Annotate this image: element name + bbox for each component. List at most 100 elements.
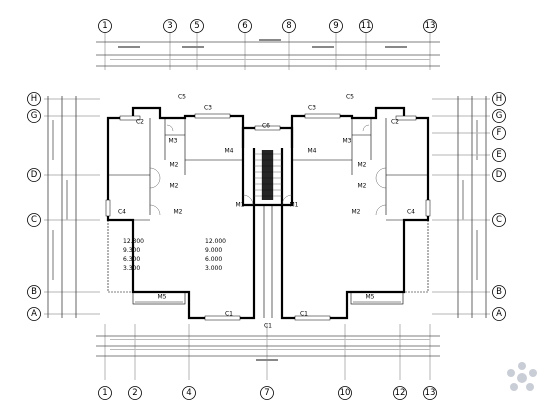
staircase: [254, 150, 282, 200]
axis-bubble-right-H: [492, 92, 506, 106]
elev-left-1: 12.300: [123, 238, 144, 245]
axis-bubble-bottom-2: [128, 386, 142, 400]
axis-label-right-A: A: [496, 309, 502, 319]
axis-bubble-top-6: [238, 19, 252, 33]
watermark-logo: [507, 362, 537, 391]
label-m5-right: M5: [366, 294, 375, 301]
label-m1-right: M1: [290, 202, 299, 209]
bottom-axis-markers: 1 2 4 7 10 12 13: [98, 386, 437, 400]
label-c3-left: C3: [204, 105, 212, 112]
axis-bubble-bottom-1: [98, 386, 112, 400]
axis-bubble-bottom-12: [393, 386, 407, 400]
axis-label-top-5: 5: [194, 21, 199, 31]
axis-label-left-G: G: [31, 111, 38, 121]
axis-bubble-right-D: [492, 168, 506, 182]
elev-left-4: 3.300: [123, 265, 140, 272]
axis-bubble-left-D: [27, 168, 41, 182]
axis-bubble-right-C: [492, 213, 506, 227]
elev-center-2: 9.000: [205, 247, 222, 254]
room-labels: C2 C2 C3 C3 C5 C5 C6 C4 C4 C1 C1 C1 M3 M…: [118, 94, 415, 330]
axis-bubble-top-1: [98, 19, 112, 33]
axis-bubble-right-E: [492, 148, 506, 162]
label-c6: C6: [262, 123, 270, 130]
axis-bubble-left-B: [27, 285, 41, 299]
axis-bubble-top-8: [282, 19, 296, 33]
axis-label-top-8: 8: [286, 21, 291, 31]
label-m3-right: M3: [343, 138, 352, 145]
windows: [105, 113, 431, 321]
door-swings: [149, 124, 387, 216]
axis-bubble-top-3: [163, 19, 177, 33]
axis-bubble-right-G: [492, 109, 506, 123]
axis-label-right-B: B: [496, 287, 502, 297]
label-c5-right: C5: [346, 94, 354, 101]
label-m2-right-2: M2: [358, 183, 367, 190]
axis-label-right-G: G: [496, 111, 503, 121]
axis-bubble-bottom-4: [182, 386, 196, 400]
label-c1-left: C1: [225, 311, 233, 318]
axis-label-bottom-10: 10: [340, 388, 351, 398]
axis-label-top-3: 3: [167, 21, 172, 31]
axis-label-left-D: D: [31, 170, 38, 180]
label-m2-left-1: M2: [170, 162, 179, 169]
axis-bubble-left-C: [27, 213, 41, 227]
bottom-axis-grid: [96, 324, 440, 380]
elev-left-2: 9.300: [123, 247, 140, 254]
exterior-walls: [106, 106, 430, 320]
axis-label-right-H: H: [496, 94, 502, 104]
label-c2-left: C2: [136, 119, 144, 126]
axis-bubble-top-5: [190, 19, 204, 33]
elev-center-4: 3.000: [205, 265, 222, 272]
axis-label-left-H: H: [31, 94, 37, 104]
label-c1-mid: C1: [264, 323, 272, 330]
axis-bubble-top-13: [423, 19, 437, 33]
label-c5-left: C5: [178, 94, 186, 101]
axis-label-left-A: A: [31, 309, 37, 319]
axis-label-bottom-2: 2: [132, 388, 137, 398]
top-axis-markers: 1 3 5 6 8 9 11 13: [98, 19, 437, 33]
axis-bubble-bottom-10: [338, 386, 352, 400]
axis-bubble-bottom-7: [260, 386, 274, 400]
axis-bubble-top-11: [359, 19, 373, 33]
left-axis-grid: [44, 96, 100, 318]
axis-label-right-C: C: [496, 215, 502, 225]
axis-label-top-11: 11: [361, 21, 372, 31]
right-axis-grid: [432, 96, 490, 318]
label-m1-left: M1: [236, 202, 245, 209]
label-c2-right: C2: [391, 119, 399, 126]
axis-label-bottom-4: 4: [186, 388, 191, 398]
axis-bubble-left-G: [27, 109, 41, 123]
dimension-ticks: [52, 39, 478, 361]
top-axis-grid: [96, 32, 440, 70]
interior-walls: [108, 118, 428, 318]
left-axis-markers: H G D C B A: [27, 92, 41, 321]
axis-bubble-right-B: [492, 285, 506, 299]
elevation-center: 12.000 9.000 6.000 3.000: [205, 238, 226, 272]
axis-label-right-E: E: [496, 150, 501, 160]
axis-label-bottom-13: 13: [425, 388, 436, 398]
axis-bubble-right-F: [492, 126, 506, 140]
axis-bubble-left-A: [27, 307, 41, 321]
label-m5-left: M5: [158, 294, 167, 301]
axis-label-left-C: C: [31, 215, 37, 225]
axis-label-bottom-12: 12: [395, 388, 406, 398]
label-c1-right: C1: [300, 311, 308, 318]
label-m2-right-3: M2: [352, 209, 361, 216]
axis-bubble-bottom-13: [423, 386, 437, 400]
balconies: [107, 219, 429, 305]
axis-label-bottom-1: 1: [102, 388, 107, 398]
axis-label-top-13: 13: [425, 21, 436, 31]
elev-center-3: 6.000: [205, 256, 222, 263]
label-m3-left: M3: [169, 138, 178, 145]
label-m2-right-1: M2: [358, 162, 367, 169]
axis-bubble-top-9: [329, 19, 343, 33]
label-m2-left-2: M2: [170, 183, 179, 190]
axis-label-left-B: B: [31, 287, 37, 297]
axis-label-top-9: 9: [333, 21, 338, 31]
elev-left-3: 6.300: [123, 256, 140, 263]
elevation-left: 12.300 9.300 6.300 3.300: [123, 238, 144, 272]
label-m4-left: M4: [225, 148, 234, 155]
label-c3-right: C3: [308, 105, 316, 112]
axis-label-top-1: 1: [102, 21, 107, 31]
axis-label-right-F: F: [497, 128, 502, 138]
